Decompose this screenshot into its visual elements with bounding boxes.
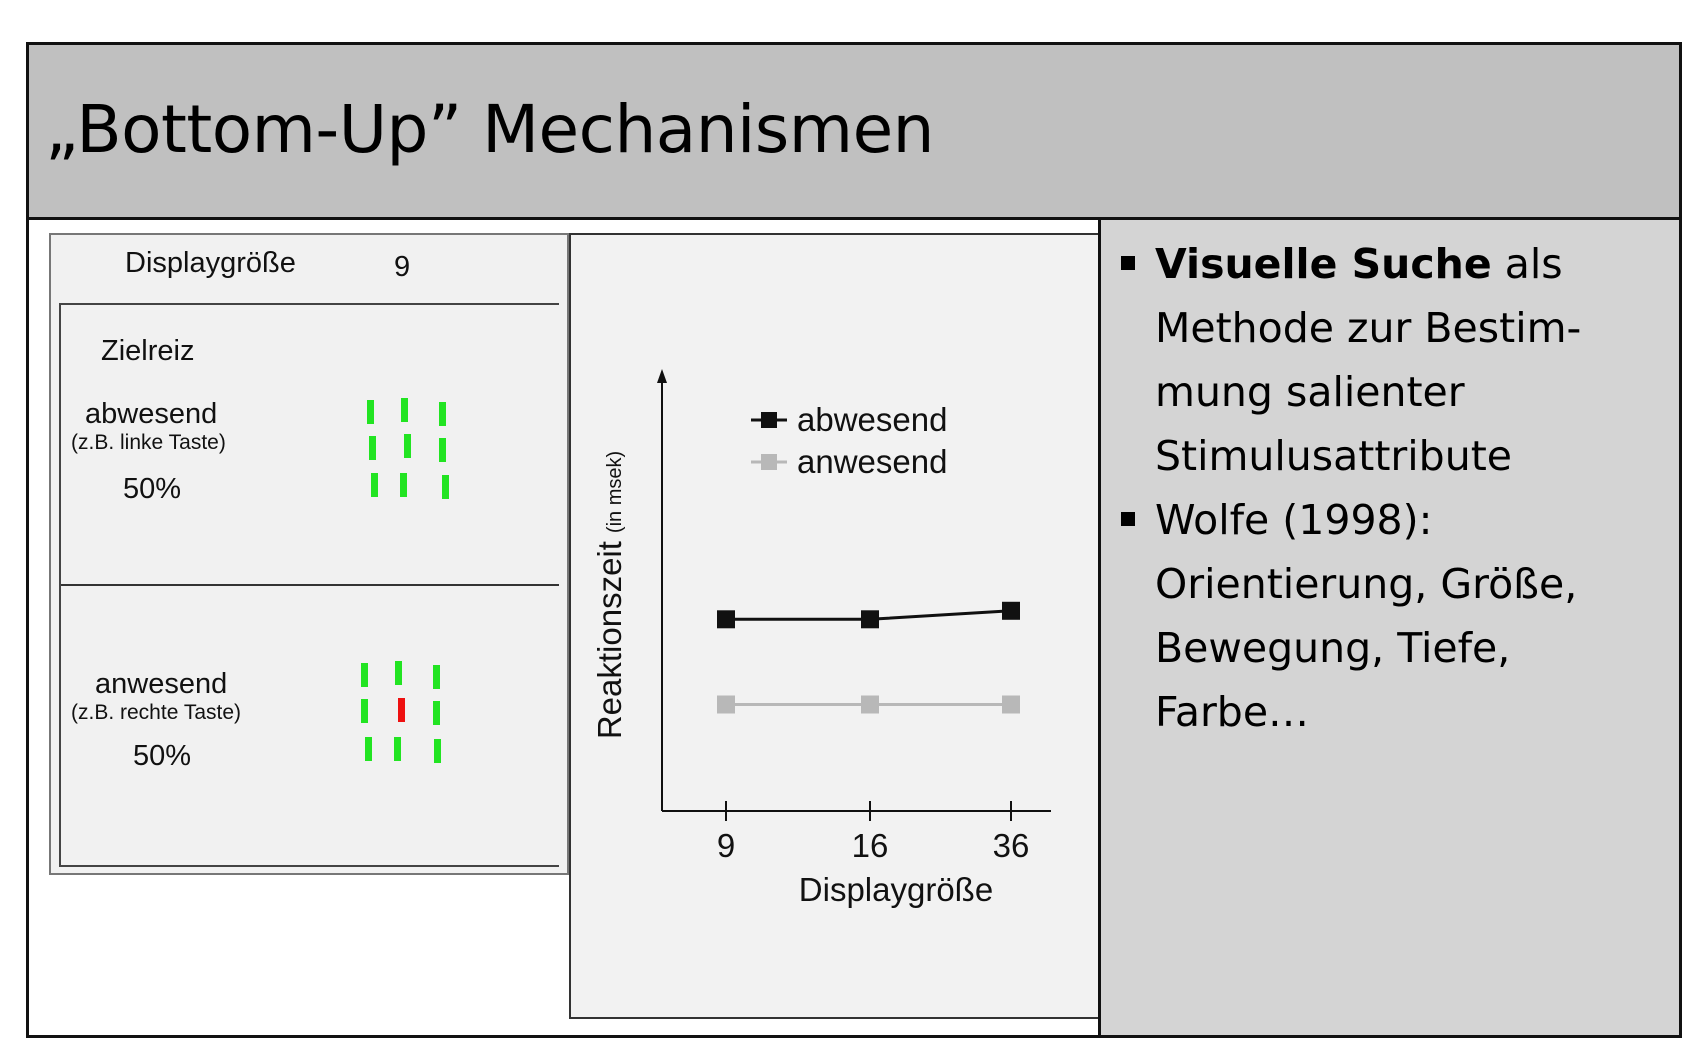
data-point-abwesend <box>861 610 879 629</box>
y-axis-label-unit: (in msek) <box>604 451 626 533</box>
display-size-value: 9 <box>394 251 411 283</box>
square-bullet-icon <box>1121 512 1135 526</box>
present-label: anwesend <box>95 668 228 700</box>
panel-divider <box>61 584 559 586</box>
x-tick-label: 16 <box>852 827 889 864</box>
absent-sub-label: (z.B. linke Taste) <box>71 431 226 454</box>
distractor-bar <box>442 475 449 499</box>
bullet-item: Visuelle Suche als Methode zur Bestim-mu… <box>1119 232 1664 488</box>
data-point-abwesend <box>1002 601 1020 620</box>
distractor-bar <box>369 436 376 460</box>
legend-label: abwesend <box>797 401 947 438</box>
y-axis-label: Reaktionszeit (in msek) <box>591 451 628 739</box>
present-sub-label: (z.B. rechte Taste) <box>71 701 242 724</box>
bullet-text: Wolfe (1998): Orientierung, Größe, Beweg… <box>1155 496 1578 736</box>
distractor-bar <box>361 663 368 687</box>
distractor-bar <box>439 438 446 462</box>
x-axis-ticks: 9 16 36 <box>717 801 1030 864</box>
distractor-bar <box>400 473 407 497</box>
y-axis-label-main: Reaktionszeit <box>591 541 628 739</box>
target-bar <box>398 698 405 722</box>
slide: „Bottom-Up” Mechanismen Displaygröße 9 Z… <box>26 42 1682 1038</box>
distractor-bar <box>433 665 440 689</box>
zielreiz-label: Zielreiz <box>101 335 195 367</box>
legend-marker <box>761 454 777 470</box>
square-bullet-icon <box>1121 256 1135 270</box>
distractor-bar <box>401 398 408 422</box>
distractor-bar <box>367 400 374 424</box>
legend-label: anwesend <box>797 443 947 480</box>
display-size-label: Displaygröße <box>125 247 296 279</box>
present-percent: 50% <box>133 740 192 772</box>
x-tick-label: 36 <box>993 827 1030 864</box>
chart-canvas: Reaktionszeit (in msek) Displaygröße abwe… <box>591 369 1051 908</box>
x-tick-label: 9 <box>717 827 735 864</box>
distractor-bar <box>371 473 378 497</box>
slide-title: „Bottom-Up” Mechanismen <box>45 91 935 168</box>
distractor-bar <box>434 739 441 763</box>
bullet-text: als Methode zur Bestim-mung salienter St… <box>1155 240 1582 480</box>
data-point-abwesend <box>717 610 735 629</box>
data-point-anwesend <box>1002 695 1020 714</box>
data-point-anwesend <box>717 695 735 714</box>
distractor-bar <box>439 402 446 426</box>
legend-marker <box>761 412 777 428</box>
data-point-anwesend <box>861 695 879 714</box>
absent-label: abwesend <box>85 398 218 430</box>
x-axis-label: Displaygröße <box>799 871 993 908</box>
bullet-bold-text: Visuelle Suche <box>1155 240 1492 288</box>
bullet-list: Visuelle Suche als Methode zur Bestim-mu… <box>1119 232 1664 744</box>
bullet-panel: Visuelle Suche als Methode zur Bestim-mu… <box>1098 220 1679 1035</box>
distractor-bar <box>394 737 401 761</box>
chart-series <box>717 601 1020 714</box>
stimulus-figure: Displaygröße 9 Zielreiz abwesend (z.B. l… <box>49 233 569 875</box>
distractor-bar <box>365 737 372 761</box>
bullet-item: Wolfe (1998): Orientierung, Größe, Beweg… <box>1119 488 1664 744</box>
distractor-bar <box>361 699 368 723</box>
absent-percent: 50% <box>123 473 182 505</box>
distractor-bar <box>404 434 411 458</box>
distractor-bar <box>433 701 440 725</box>
y-axis-arrow-icon <box>657 369 667 383</box>
stimulus-panels: Zielreiz abwesend (z.B. linke Taste) 50%… <box>59 303 559 867</box>
reaction-time-chart: Reaktionszeit (in msek) Displaygröße abwe… <box>569 233 1106 1019</box>
title-bar: „Bottom-Up” Mechanismen <box>29 45 1679 220</box>
distractor-bar <box>395 661 402 685</box>
chart-legend: abwesend anwesend <box>751 401 947 480</box>
